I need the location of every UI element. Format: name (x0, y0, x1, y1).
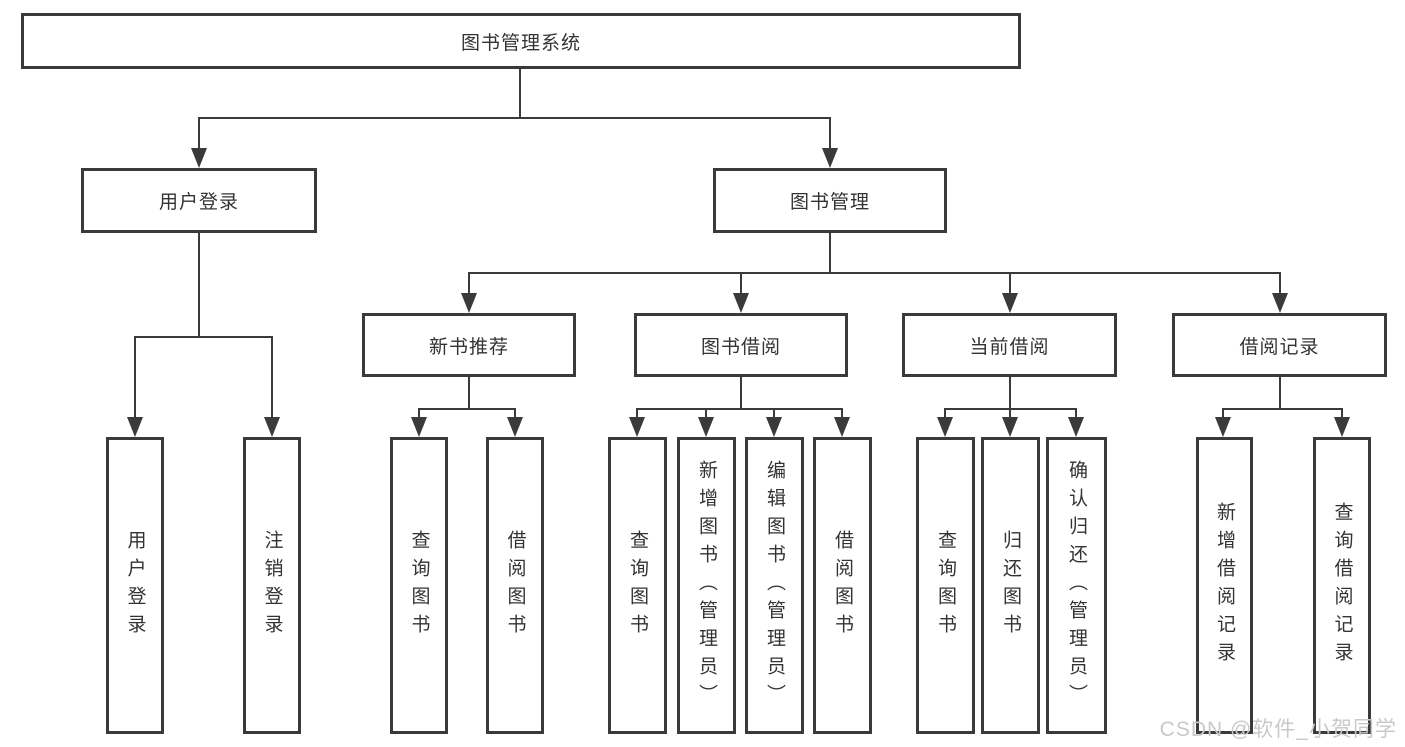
arrow-down-icon (733, 293, 749, 313)
leaf-query-books-recommend: 查询图书 (390, 437, 448, 734)
connector-line (198, 117, 831, 119)
node-user-login: 用户登录 (81, 168, 317, 233)
connector-line (514, 408, 516, 419)
arrow-down-icon (127, 417, 143, 437)
connector-line (1222, 408, 1343, 410)
connector-line (1341, 408, 1343, 419)
arrow-down-icon (1272, 293, 1288, 313)
connector-line (1222, 408, 1224, 419)
leaf-query-borrow-record: 查询借阅记录 (1313, 437, 1371, 734)
connector-line (418, 408, 516, 410)
connector-line (740, 272, 742, 295)
connector-line (705, 408, 707, 419)
arrow-down-icon (937, 417, 953, 437)
connector-line (198, 117, 200, 150)
leaf-user-login: 用户登录 (106, 437, 164, 734)
connector-line (1279, 377, 1281, 409)
leaf-borrow-books: 借阅图书 (813, 437, 872, 734)
node-borrow-records: 借阅记录 (1172, 313, 1387, 377)
connector-line (468, 272, 470, 295)
connector-line (740, 377, 742, 409)
connector-line (271, 336, 273, 419)
connector-line (944, 408, 946, 419)
arrow-down-icon (1068, 417, 1084, 437)
node-book-borrow: 图书借阅 (634, 313, 848, 377)
leaf-logout: 注销登录 (243, 437, 301, 734)
leaf-query-books-current: 查询图书 (916, 437, 975, 734)
arrow-down-icon (411, 417, 427, 437)
connector-line (636, 408, 638, 419)
arrow-down-icon (629, 417, 645, 437)
arrow-down-icon (461, 293, 477, 313)
leaf-add-book-admin: 新增图书（管理员） (677, 437, 736, 734)
arrow-down-icon (1215, 417, 1231, 437)
leaf-confirm-return-admin: 确认归还（管理员） (1046, 437, 1107, 734)
arrow-down-icon (507, 417, 523, 437)
connector-line (418, 408, 420, 419)
arrow-down-icon (698, 417, 714, 437)
connector-line (519, 69, 521, 118)
arrow-down-icon (834, 417, 850, 437)
connector-line (1009, 408, 1011, 419)
arrow-down-icon (822, 148, 838, 168)
watermark: CSDN @软件_小贺同学 (1159, 718, 1397, 741)
arrow-down-icon (1002, 417, 1018, 437)
connector-line (636, 408, 843, 410)
connector-line (468, 272, 1281, 274)
node-new-book-recommend: 新书推荐 (362, 313, 576, 377)
node-root: 图书管理系统 (21, 13, 1021, 69)
leaf-return-book: 归还图书 (981, 437, 1040, 734)
connector-line (841, 408, 843, 419)
leaf-query-books-borrow: 查询图书 (608, 437, 667, 734)
node-current-borrow: 当前借阅 (902, 313, 1117, 377)
connector-line (468, 377, 470, 409)
connector-line (829, 233, 831, 273)
arrow-down-icon (1002, 293, 1018, 313)
arrow-down-icon (191, 148, 207, 168)
node-book-management: 图书管理 (713, 168, 947, 233)
connector-line (773, 408, 775, 419)
connector-line (198, 233, 200, 337)
connector-line (829, 117, 831, 150)
arrow-down-icon (264, 417, 280, 437)
connector-line (1075, 408, 1077, 419)
arrow-down-icon (1334, 417, 1350, 437)
connector-line (1009, 377, 1011, 409)
connector-line (134, 336, 273, 338)
leaf-add-borrow-record: 新增借阅记录 (1196, 437, 1253, 734)
connector-line (1279, 272, 1281, 295)
arrow-down-icon (766, 417, 782, 437)
leaf-borrow-books-recommend: 借阅图书 (486, 437, 544, 734)
connector-line (1009, 272, 1011, 295)
leaf-edit-book-admin: 编辑图书（管理员） (745, 437, 804, 734)
connector-line (134, 336, 136, 419)
